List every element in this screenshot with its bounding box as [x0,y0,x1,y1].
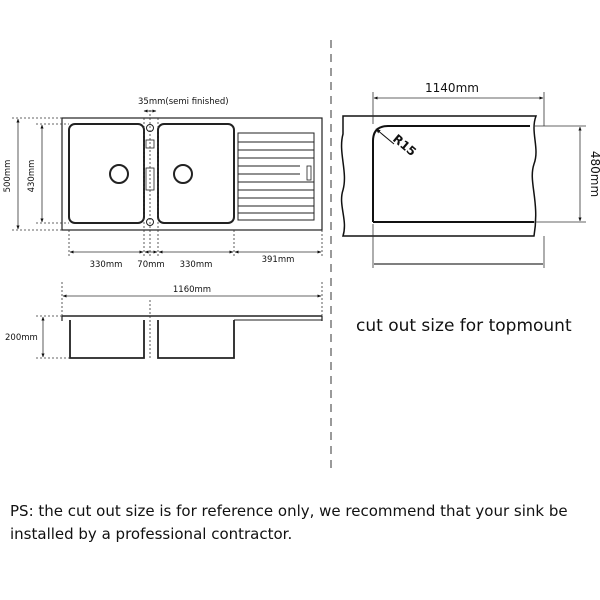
right-bowl [157,123,235,224]
right-drain [173,164,193,184]
left-bowl [68,123,145,224]
label-1160mm: 1160mm [173,285,211,295]
side-view-dimensions [36,282,323,359]
benchtop [340,115,538,237]
label-200mm: 200mm [5,333,38,343]
label-330mm-right: 330mm [180,260,213,270]
cutout-dimensions [372,92,586,268]
footer-note: PS: the cut out size is for reference on… [10,502,568,543]
top-view [61,117,323,231]
label-35mm: 35mm(semi finished) [138,97,229,107]
drainboard [237,132,315,221]
cutout-caption: cut out size for topmount [356,316,572,336]
label-391mm: 391mm [262,255,295,265]
label-330mm-left: 330mm [90,260,123,270]
label-70mm: 70mm [137,260,164,270]
label-480mm: 480mm [588,151,600,197]
top-view-dimensions [12,109,323,258]
label-430mm: 430mm [27,160,37,193]
cutout-diagram [340,115,538,237]
left-drain [109,164,129,184]
sink-outline [61,117,323,231]
label-1140mm: 1140mm [425,81,479,95]
label-500mm: 500mm [3,160,13,193]
side-view [61,315,323,359]
